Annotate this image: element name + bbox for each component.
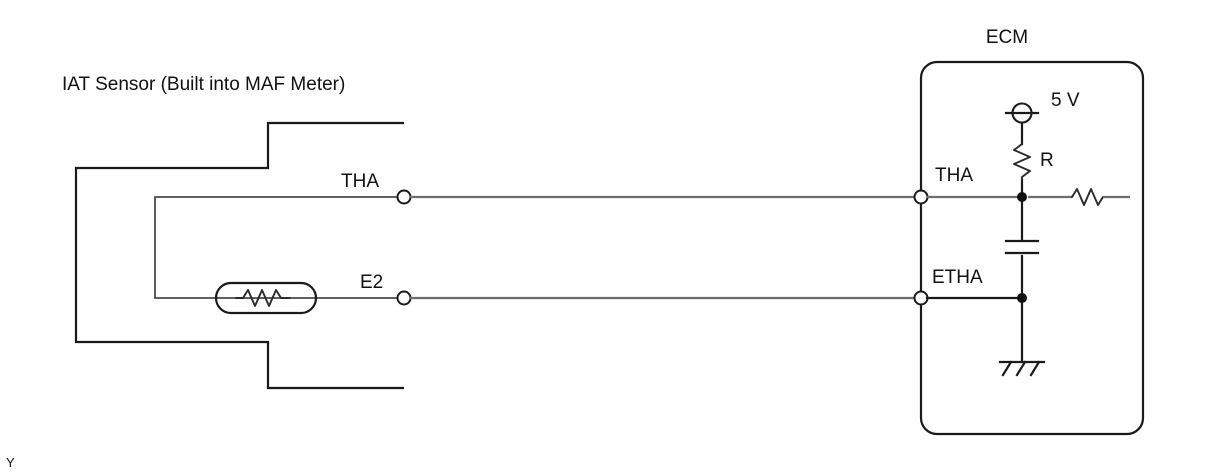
- ecm-terminal-etha[interactable]: [913, 290, 929, 306]
- sensor-terminal-label-tha: THA: [341, 171, 379, 192]
- sensor-terminal-label-e2: E2: [360, 272, 383, 293]
- chassis-ground-icon: [998, 360, 1046, 377]
- ecm-title: ECM: [986, 27, 1028, 48]
- sensor-title: IAT Sensor (Built into MAF Meter): [62, 74, 345, 95]
- sensor-terminal-e2[interactable]: [396, 290, 412, 306]
- corner-mark: Y: [6, 455, 15, 470]
- ecm-terminal-label-etha: ETHA: [932, 267, 983, 288]
- voltage-source-symbol: [1004, 102, 1040, 124]
- capacitor-symbol: [1004, 239, 1040, 255]
- supply-voltage-label: 5 V: [1051, 90, 1080, 111]
- sensor-body-outline: [74, 121, 404, 390]
- ecm-box: [919, 60, 1145, 436]
- sensor-inner-circuit: [154, 196, 404, 299]
- ecm-terminal-label-tha: THA: [935, 165, 973, 186]
- resistor-label: R: [1040, 150, 1054, 171]
- ecm-terminal-tha[interactable]: [913, 189, 929, 205]
- thermistor-symbol: [214, 281, 318, 315]
- pullup-resistor-symbol: [1013, 143, 1031, 181]
- ecm-junction-node-etha: [1017, 293, 1027, 303]
- ecm-junction-node-tha: [1017, 192, 1027, 202]
- series-resistor-symbol: [1028, 188, 1130, 206]
- sensor-terminal-tha[interactable]: [396, 189, 412, 205]
